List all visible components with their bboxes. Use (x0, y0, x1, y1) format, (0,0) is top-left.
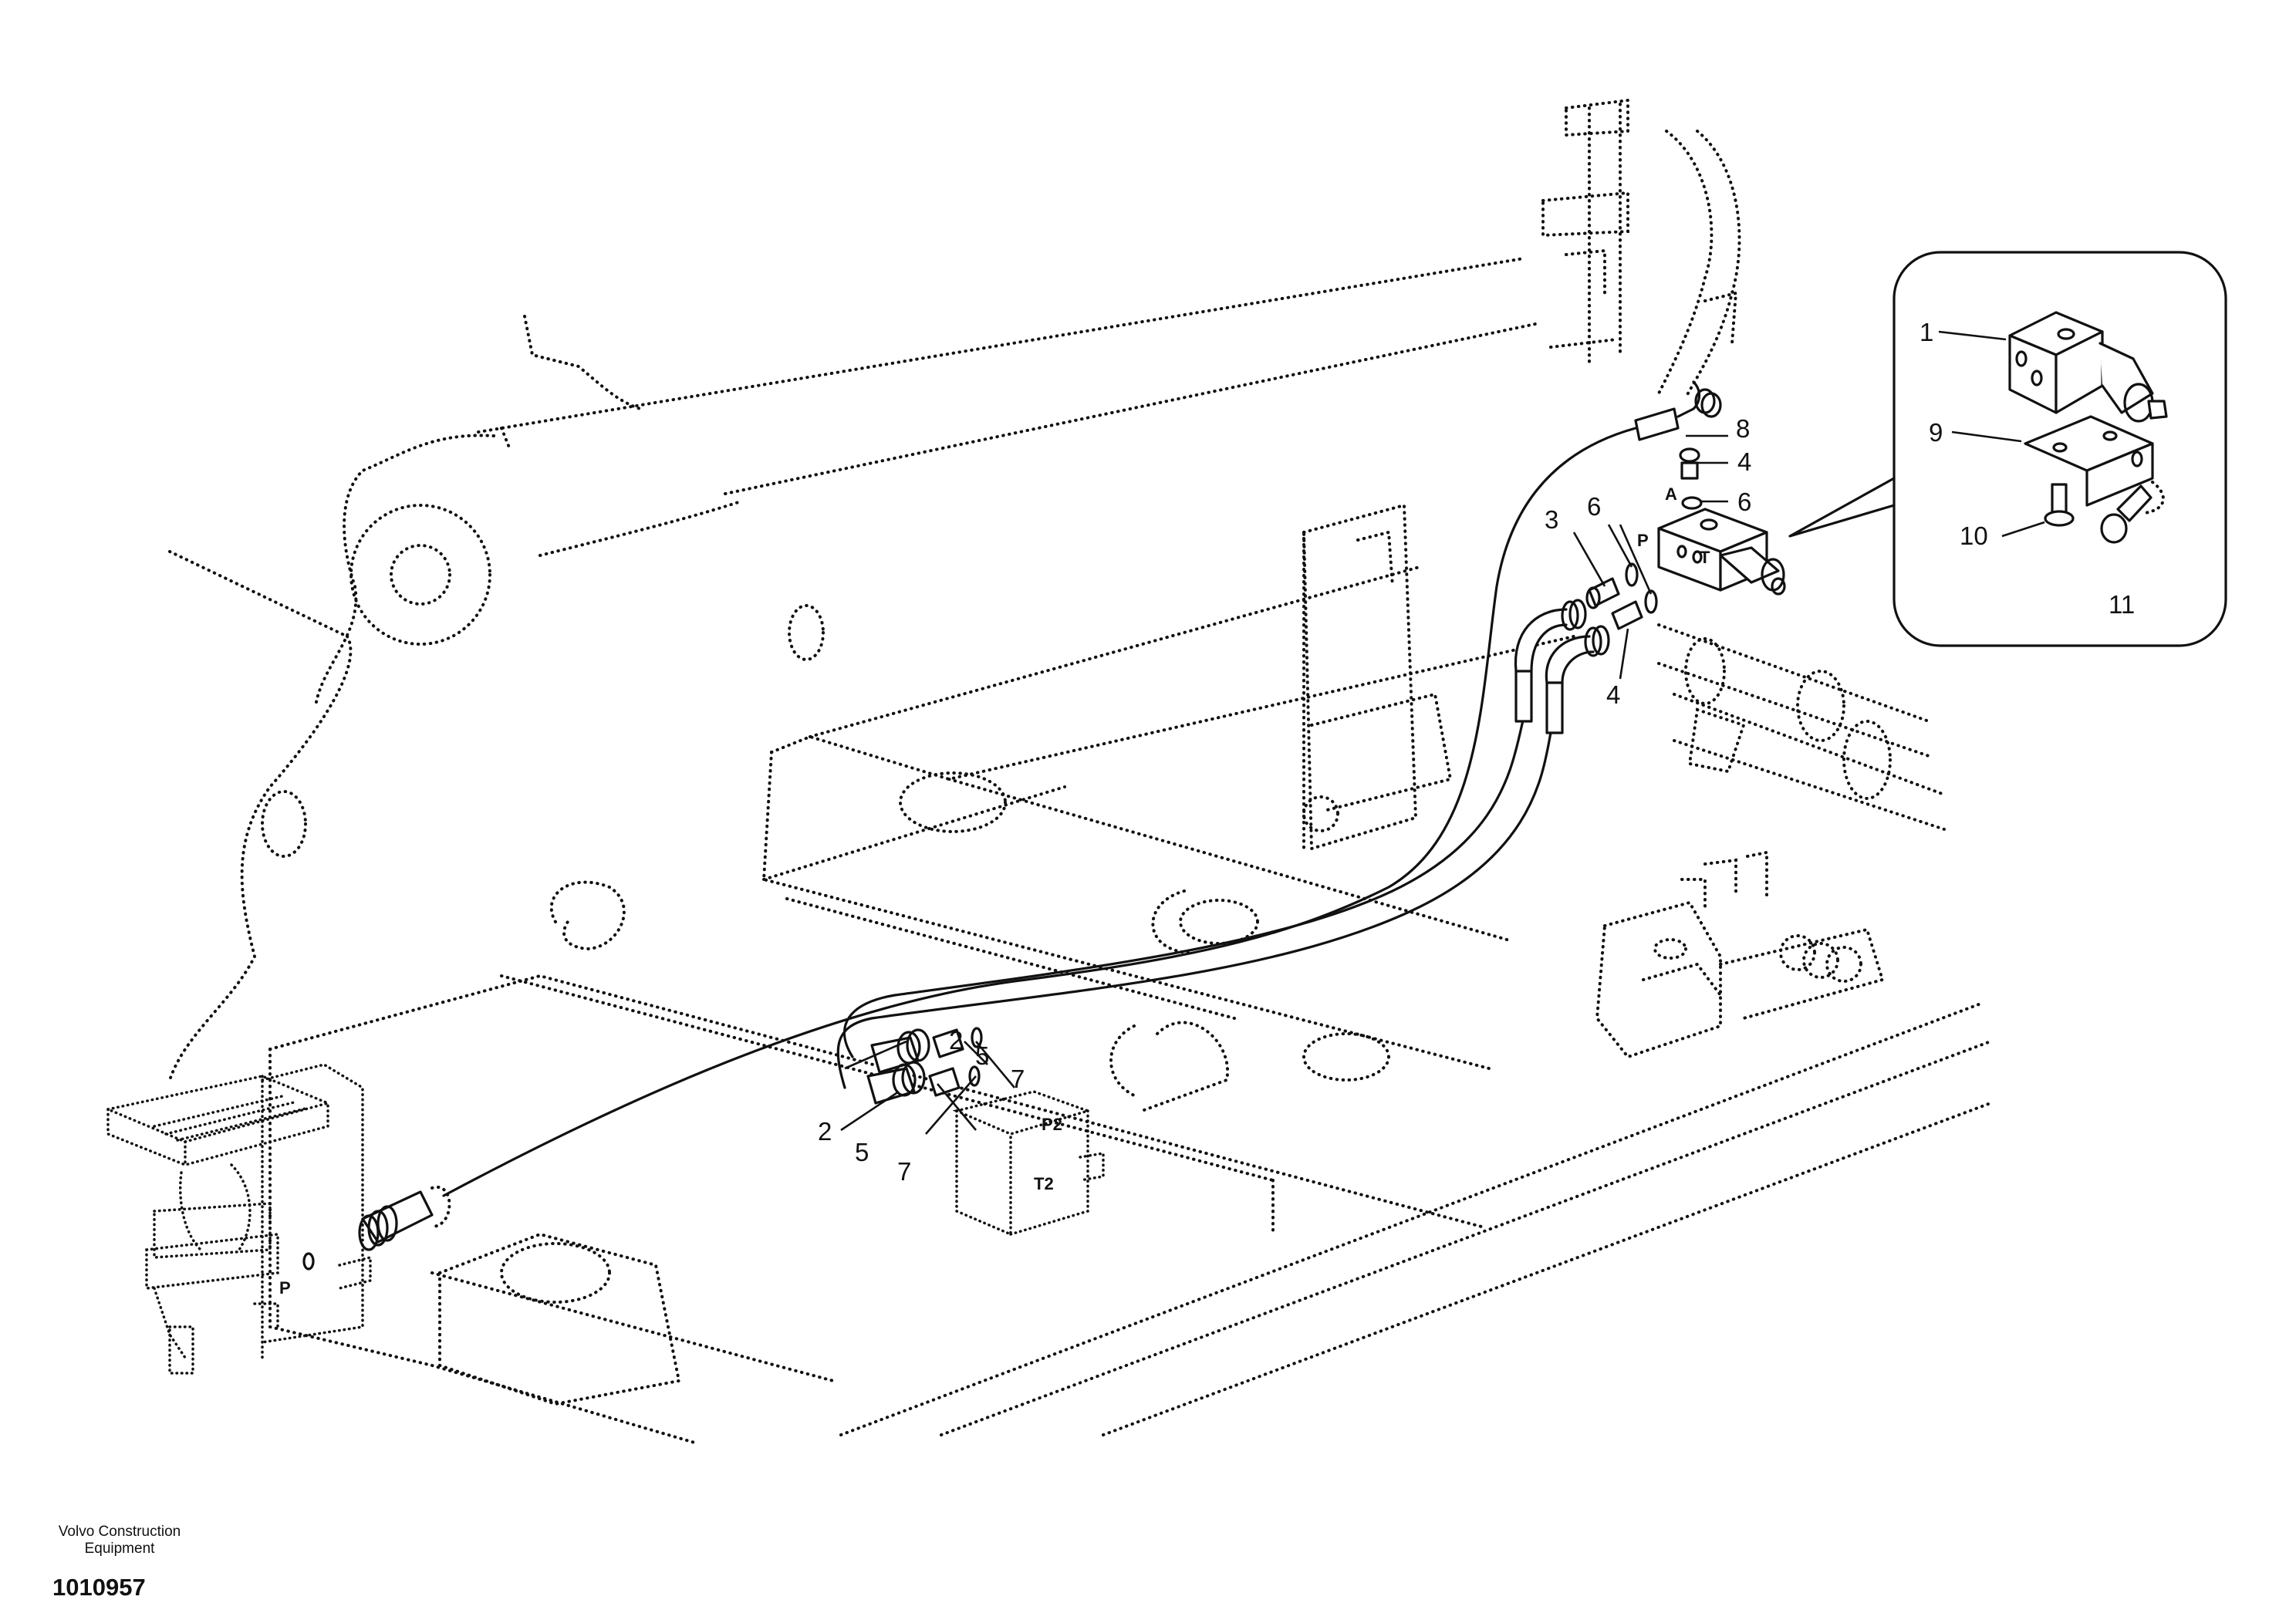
company-name-line2: Equipment (84, 1541, 155, 1557)
port-p2: P2 (1042, 1115, 1062, 1134)
callout-9: 9 (1929, 418, 1943, 447)
machine-frame-outline (168, 98, 1992, 1444)
callout-11: 11 (2109, 590, 2135, 619)
shuttle-valve-installed (1657, 508, 1786, 596)
callout-7-upper: 7 (1011, 1065, 1025, 1093)
port-p-pedal: P (279, 1278, 291, 1298)
control-block-p2-t2 (952, 1090, 1105, 1237)
callout-2-upper: 2 (949, 1026, 963, 1055)
pedal-port-fitting (358, 1185, 451, 1251)
callout-1: 1 (1920, 318, 1933, 346)
company-name: Volvo Construction Equipment (31, 1524, 208, 1558)
pilot-pedal-assembly (103, 1063, 372, 1375)
callout-6-lower: 6 (1587, 492, 1601, 521)
leader-lines (840, 330, 2045, 1135)
callout-10: 10 (1960, 521, 1988, 550)
callout-6-upper: 6 (1737, 488, 1751, 516)
callout-4-upper: 4 (1737, 447, 1751, 476)
port-a: A (1665, 484, 1677, 504)
callout-8: 8 (1736, 414, 1750, 443)
port-p-valve: P (1637, 531, 1649, 550)
adapters-and-seals (1585, 447, 1703, 630)
callout-3: 3 (1545, 505, 1558, 534)
callout-labels: 1 9 10 11 8 4 6 3 6 4 2 5 7 2 5 7 (818, 318, 2135, 1186)
hose-elbow-fittings (1514, 380, 1722, 734)
lower-fittings (892, 1027, 983, 1097)
callout-7-lower: 7 (897, 1157, 911, 1186)
detail-inset (1788, 251, 2227, 647)
callout-5-lower: 5 (855, 1138, 869, 1166)
port-t2: T2 (1034, 1174, 1054, 1193)
port-labels: A P T P P2 T2 (279, 484, 1710, 1298)
hydraulic-hoses (442, 427, 1637, 1197)
document-number: 1010957 (52, 1574, 146, 1601)
callout-5-upper: 5 (975, 1041, 989, 1070)
company-name-line1: Volvo Construction (58, 1524, 181, 1540)
callout-2-lower: 2 (818, 1117, 832, 1146)
port-t-valve: T (1700, 548, 1710, 567)
callout-4-lower: 4 (1606, 680, 1620, 709)
